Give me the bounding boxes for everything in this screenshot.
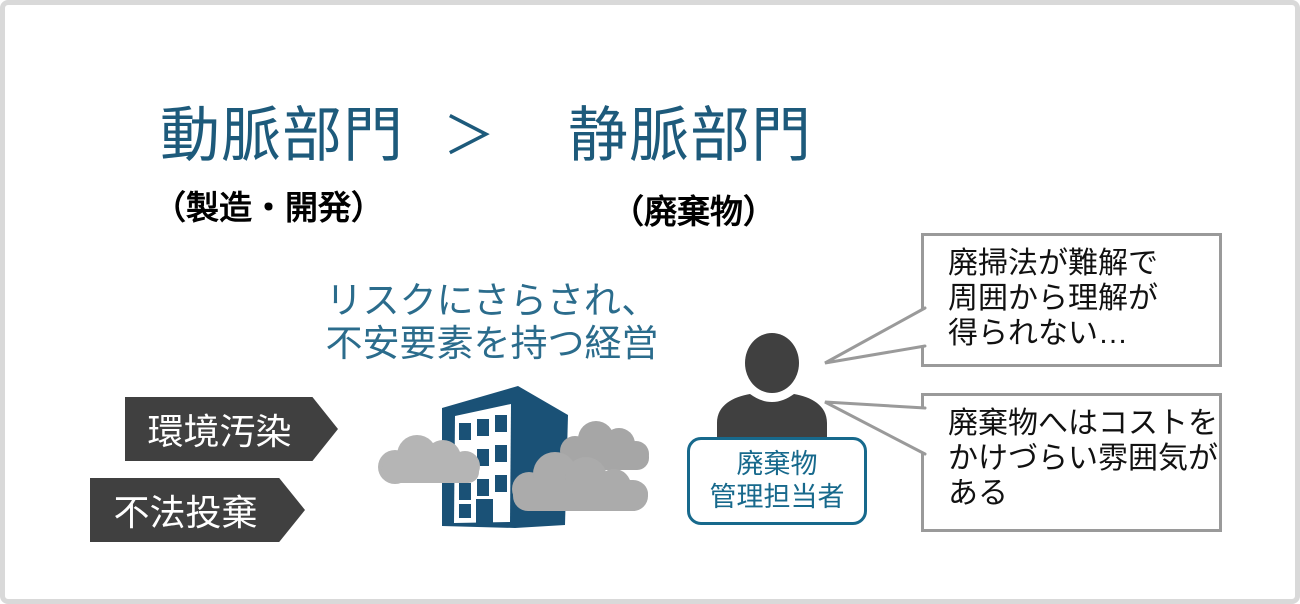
- person-body: [717, 394, 827, 441]
- speech-bubble-law: 廃掃法が難解で 周囲から理解が 得られない…: [921, 233, 1222, 367]
- greater-than-symbol: ＞: [443, 108, 497, 166]
- speech-bubble-cost-line1: 廃棄物へはコストを: [948, 407, 1218, 440]
- speech-bubble-law-line1: 廃掃法が難解で: [948, 247, 1158, 280]
- hazard-arrow-dumping-label: 不法投棄: [113, 492, 258, 533]
- person-role-label: 廃棄物 管理担当者: [687, 437, 867, 525]
- risk-caption-line1: リスクにさらされ、: [325, 280, 659, 321]
- hazard-arrow-pollution-label: 環境汚染: [147, 411, 292, 452]
- smoke-cloud-lower-right-icon: [512, 452, 648, 511]
- speech-bubble-cost-line2: かけづらい雰囲気が: [948, 442, 1218, 475]
- title-artery-division: 動脈部門: [160, 102, 404, 169]
- subtitle-manufacturing-development: （製造・開発）: [153, 189, 384, 226]
- subtitle-waste: （廃棄物）: [611, 193, 776, 230]
- person-role-line1: 廃棄物: [736, 449, 818, 479]
- person-role-line2: 管理担当者: [709, 482, 845, 512]
- risk-caption: リスクにさらされ、 不安要素を持つ経営: [317, 279, 667, 365]
- person-head: [745, 333, 799, 393]
- building-icon: [378, 386, 649, 528]
- person-icon: [717, 333, 827, 441]
- risk-caption-line2: 不安要素を持つ経営: [325, 323, 659, 364]
- speech-bubble-law-line3: 得られない…: [948, 317, 1128, 350]
- speech-bubble-cost-line3: ある: [948, 477, 1008, 510]
- building-windows: [459, 415, 507, 518]
- hazard-arrow-environmental-pollution: 環境汚染: [125, 397, 338, 461]
- title-vein-division: 静脈部門: [568, 102, 812, 169]
- smoke-cloud-left-icon: [378, 435, 480, 484]
- speech-bubble-cost: 廃棄物へはコストを かけづらい雰囲気が ある: [921, 393, 1222, 532]
- building-door: [476, 499, 493, 525]
- speech-bubble-law-line2: 周囲から理解が: [948, 282, 1158, 315]
- hazard-arrow-illegal-dumping: 不法投棄: [90, 478, 305, 542]
